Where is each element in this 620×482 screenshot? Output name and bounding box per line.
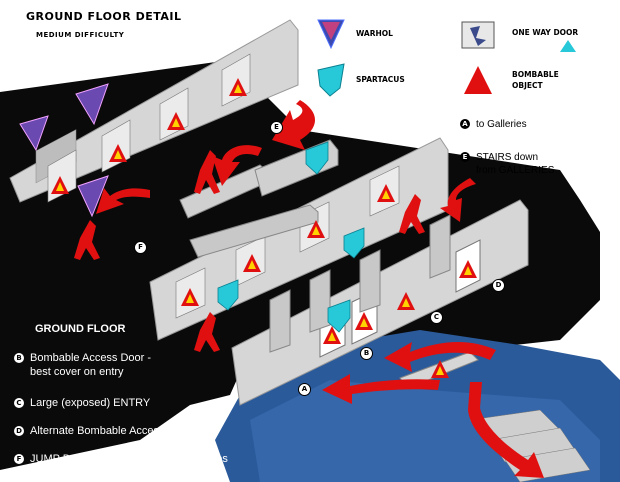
map-label-b: B bbox=[360, 347, 373, 360]
route-arrows bbox=[96, 100, 544, 478]
map-label-d: D bbox=[492, 279, 505, 292]
key-item-b-line2: best cover on entry bbox=[30, 366, 124, 378]
bombable-objects bbox=[51, 78, 477, 378]
key-title: GROUND FLOOR bbox=[35, 323, 126, 335]
legend-one-way-door: ONE WAY DOOR bbox=[512, 28, 579, 37]
legend-bombable-line1: BOMBABLE bbox=[512, 70, 559, 79]
map-label-a: A bbox=[298, 383, 311, 396]
legend-warhol: WARHOL bbox=[356, 29, 393, 38]
legend-bombable-line2: OBJECT bbox=[512, 81, 543, 90]
map-label-f: F bbox=[134, 241, 147, 254]
note-e-line2: from GALLERIES bbox=[476, 165, 555, 176]
page-title: GROUND FLOOR DETAIL bbox=[26, 10, 182, 23]
legend-spartacus: SPARTACUS bbox=[356, 75, 405, 84]
spartacus-figures bbox=[217, 141, 365, 333]
map-label-c: C bbox=[430, 311, 443, 324]
back-wall bbox=[9, 19, 299, 203]
difficulty-label: MEDIUM DIFFICULTY bbox=[36, 31, 125, 39]
legend-icons bbox=[317, 19, 576, 97]
map-label-e: E bbox=[270, 121, 283, 134]
warhol-figures bbox=[19, 83, 109, 218]
